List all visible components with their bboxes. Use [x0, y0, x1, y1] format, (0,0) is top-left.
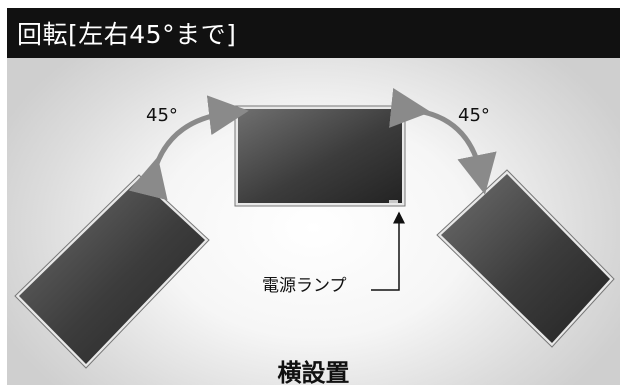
orientation-caption: 横設置: [277, 359, 350, 385]
title-text: 回転[左右45°まで]: [17, 20, 237, 49]
angle-label-left: 45°: [146, 105, 178, 126]
diagram-area: 45° 45° 電源ランプ 横設置: [7, 58, 620, 385]
rotation-arrow-right: [389, 88, 497, 195]
lamp-leader-line: [371, 211, 405, 291]
rotation-illustration: [14, 88, 615, 369]
monitor-center: [234, 105, 406, 207]
power-lamp-label: 電源ランプ: [262, 276, 347, 296]
monitor-right: [436, 169, 615, 348]
angle-label-right: 45°: [458, 105, 490, 126]
power-lamp: [389, 200, 398, 203]
title-bar: 回転[左右45°まで]: [7, 8, 620, 58]
rotation-arrow-left: [128, 95, 249, 201]
monitor-left: [14, 174, 210, 369]
